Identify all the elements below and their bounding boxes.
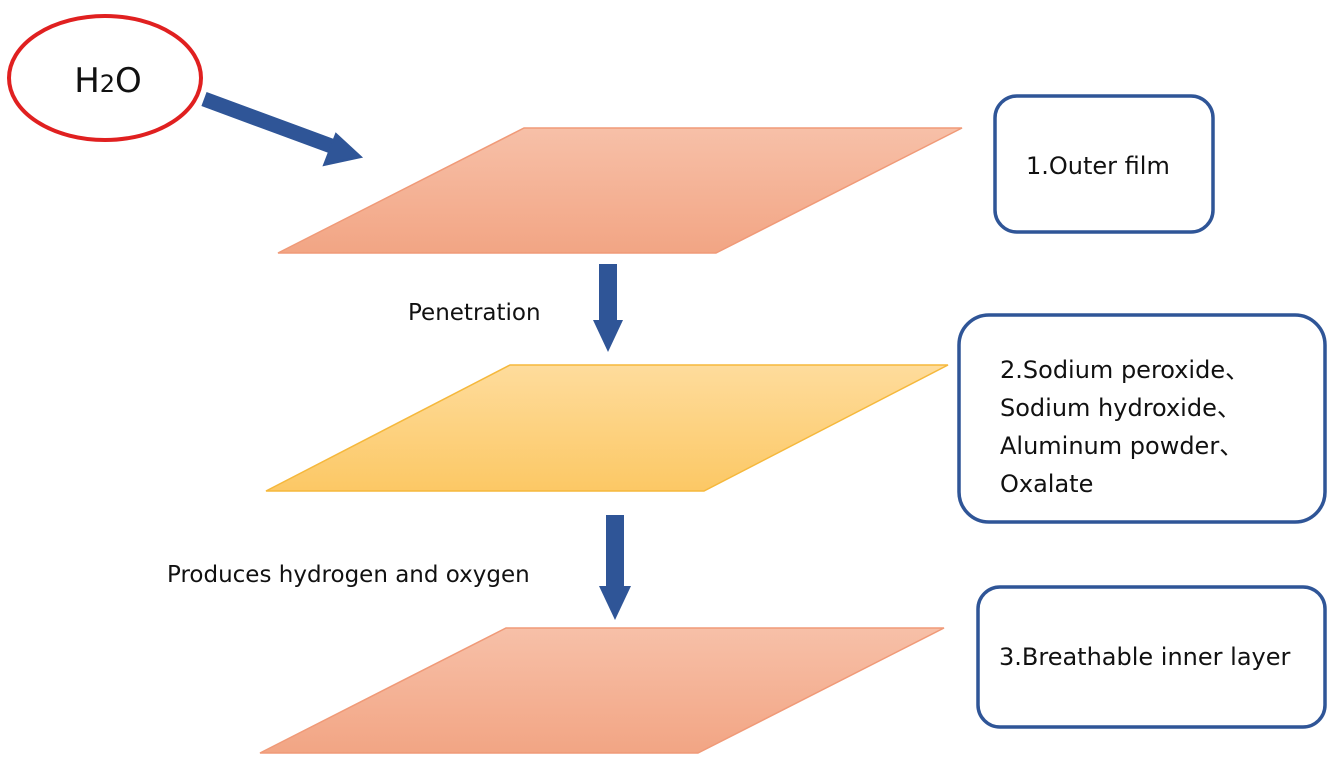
h2o-ellipse bbox=[7, 14, 203, 142]
label-box-reactive-chemicals: 2.Sodium peroxide、 Sodium hydroxide、 Alu… bbox=[957, 313, 1327, 524]
breathable-inner-label: 3.Breathable inner layer bbox=[999, 643, 1290, 671]
chemicals-line-4: Oxalate bbox=[1000, 470, 1093, 498]
layer-breathable-inner bbox=[259, 627, 945, 754]
chemicals-line-1: 2.Sodium peroxide、 bbox=[1000, 356, 1249, 384]
chemicals-line-3: Aluminum powder、 bbox=[1000, 432, 1243, 460]
gas-production-arrow bbox=[599, 515, 631, 620]
penetration-arrow bbox=[593, 264, 623, 352]
label-box-breathable-inner: 3.Breathable inner layer bbox=[976, 585, 1327, 729]
gas-production-label: Produces hydrogen and oxygen bbox=[167, 562, 530, 588]
layer-outer-film bbox=[277, 127, 963, 254]
chemicals-label: 2.Sodium peroxide、 Sodium hydroxide、 Alu… bbox=[1000, 356, 1257, 498]
label-box-outer-film: 1.Outer film bbox=[993, 94, 1215, 234]
penetration-label: Penetration bbox=[408, 300, 541, 326]
chemicals-line-2: Sodium hydroxide、 bbox=[1000, 394, 1241, 422]
h2o-subscript: 2 bbox=[100, 70, 115, 98]
h2o-suffix: O bbox=[115, 61, 142, 101]
water-inflow-arrow bbox=[201, 91, 364, 167]
outer-film-label: 1.Outer film bbox=[1026, 152, 1170, 180]
h2o-molecule: H2O bbox=[7, 14, 203, 142]
layer-reactive-chemicals bbox=[265, 364, 949, 492]
h2o-prefix: H bbox=[74, 61, 100, 101]
h2o-label: H2O bbox=[74, 61, 142, 101]
